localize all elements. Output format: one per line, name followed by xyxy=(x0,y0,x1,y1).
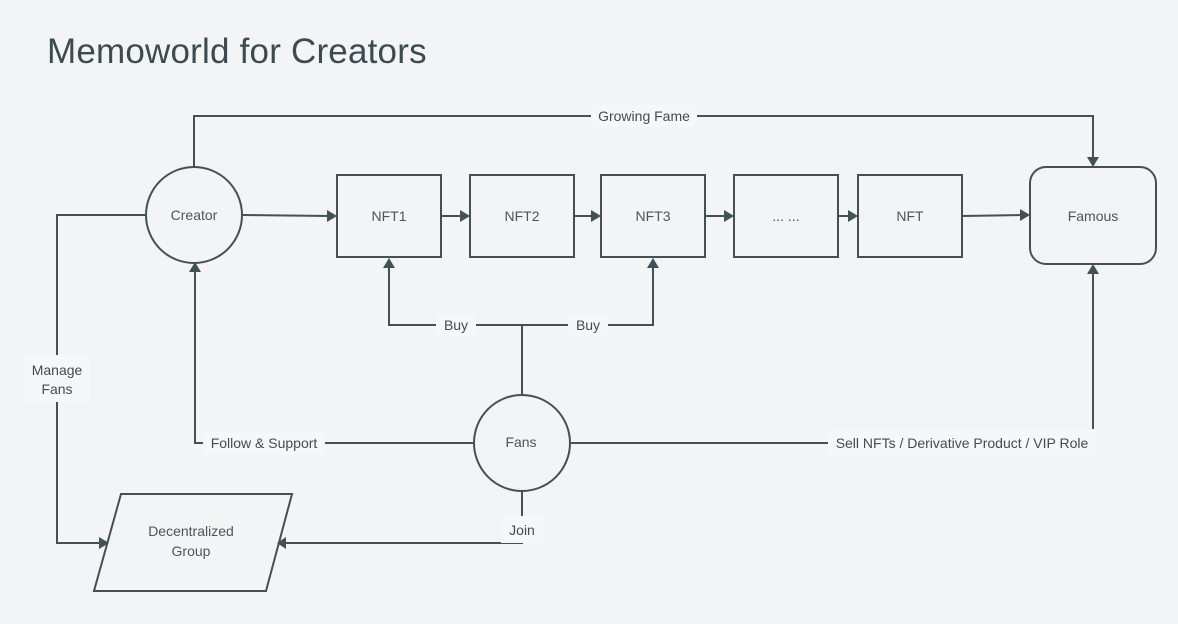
node-label: Creator xyxy=(171,207,218,223)
node-label: NFT3 xyxy=(636,208,671,224)
nft2-box xyxy=(469,174,575,258)
edge-ellipsis-nft xyxy=(838,210,858,222)
node-label-line1: Decentralized xyxy=(148,523,234,539)
edge-fans-buy xyxy=(383,258,659,395)
node-ellipsis[interactable]: ... ... xyxy=(733,174,839,258)
node-fans[interactable]: Fans xyxy=(473,394,571,492)
arrowhead xyxy=(383,258,395,268)
edge-nft-famous xyxy=(961,209,1030,221)
fans-circle xyxy=(473,394,571,492)
label-join: Join xyxy=(501,516,543,543)
arrowhead xyxy=(1087,264,1099,274)
arrowhead xyxy=(99,537,109,549)
edge-creator-nft1 xyxy=(242,210,337,222)
edge-nft1-nft2 xyxy=(441,210,470,222)
label-background xyxy=(828,429,1096,456)
ellipsis-box xyxy=(733,174,839,258)
node-nft1[interactable]: NFT1 xyxy=(336,174,442,258)
edge-line xyxy=(284,491,523,544)
famous-box xyxy=(1029,166,1157,265)
edge-sell xyxy=(571,264,1099,444)
label-text: Follow & Support xyxy=(211,435,318,451)
arrowhead xyxy=(189,262,201,272)
node-label: Fans xyxy=(505,434,536,450)
node-label: NFT2 xyxy=(505,208,540,224)
edge-line xyxy=(571,272,1094,444)
arrowhead xyxy=(460,210,470,222)
label-text: Sell NFTs / Derivative Product / VIP Rol… xyxy=(836,435,1089,451)
group-parallelogram xyxy=(92,493,294,592)
edge-join xyxy=(277,491,523,549)
node-nft[interactable]: NFT xyxy=(857,174,963,258)
nft-box xyxy=(857,174,963,258)
label-background xyxy=(24,355,90,402)
label-text-line2: Fans xyxy=(41,381,72,397)
label-buy-left: Buy xyxy=(436,314,476,336)
node-label: Famous xyxy=(1068,208,1119,224)
node-nft3[interactable]: NFT3 xyxy=(600,174,706,258)
edge-line xyxy=(194,270,473,444)
edge-line xyxy=(242,214,331,217)
arrowhead xyxy=(1087,157,1099,167)
edge-line-to-nft3 xyxy=(522,264,654,326)
node-famous[interactable]: Famous xyxy=(1029,166,1157,265)
node-label: NFT xyxy=(896,208,924,224)
label-sell: Sell NFTs / Derivative Product / VIP Rol… xyxy=(828,429,1096,456)
label-growing-fame: Growing Fame xyxy=(591,105,697,127)
edge-nft3-ellipsis xyxy=(705,210,734,222)
arrowhead xyxy=(647,258,659,268)
arrowhead xyxy=(591,210,601,222)
node-label: NFT1 xyxy=(372,208,407,224)
arrowhead xyxy=(724,210,734,222)
label-background xyxy=(501,516,543,543)
label-background xyxy=(436,314,476,336)
node-label-line2: Group xyxy=(172,543,211,559)
label-text: Buy xyxy=(444,317,468,333)
node-creator[interactable]: Creator xyxy=(145,166,243,264)
label-background xyxy=(568,314,608,336)
arrowhead xyxy=(277,537,286,549)
label-manage-fans: Manage Fans xyxy=(24,355,90,402)
label-text: Growing Fame xyxy=(598,108,690,124)
node-decentralized-group[interactable]: Decentralized Group xyxy=(92,493,294,592)
label-text: Buy xyxy=(576,317,600,333)
arrowhead xyxy=(848,210,858,222)
nft1-box xyxy=(336,174,442,258)
edge-follow-support xyxy=(189,262,473,444)
label-background xyxy=(203,432,325,454)
arrowhead xyxy=(1020,209,1030,221)
nft3-box xyxy=(600,174,706,258)
label-background xyxy=(591,105,697,127)
label-buy-right: Buy xyxy=(568,314,608,336)
label-follow-support: Follow & Support xyxy=(203,432,325,454)
arrowhead xyxy=(327,210,337,222)
node-label: ... ... xyxy=(772,208,799,224)
edge-line xyxy=(961,214,1024,217)
label-text-line1: Manage xyxy=(32,362,83,378)
page-title: Memoworld for Creators xyxy=(47,32,427,71)
edge-line-to-nft1 xyxy=(388,264,522,326)
creator-circle xyxy=(145,166,243,264)
edge-nft2-nft3 xyxy=(574,210,601,222)
node-nft2[interactable]: NFT2 xyxy=(469,174,575,258)
label-text: Join xyxy=(509,522,535,538)
